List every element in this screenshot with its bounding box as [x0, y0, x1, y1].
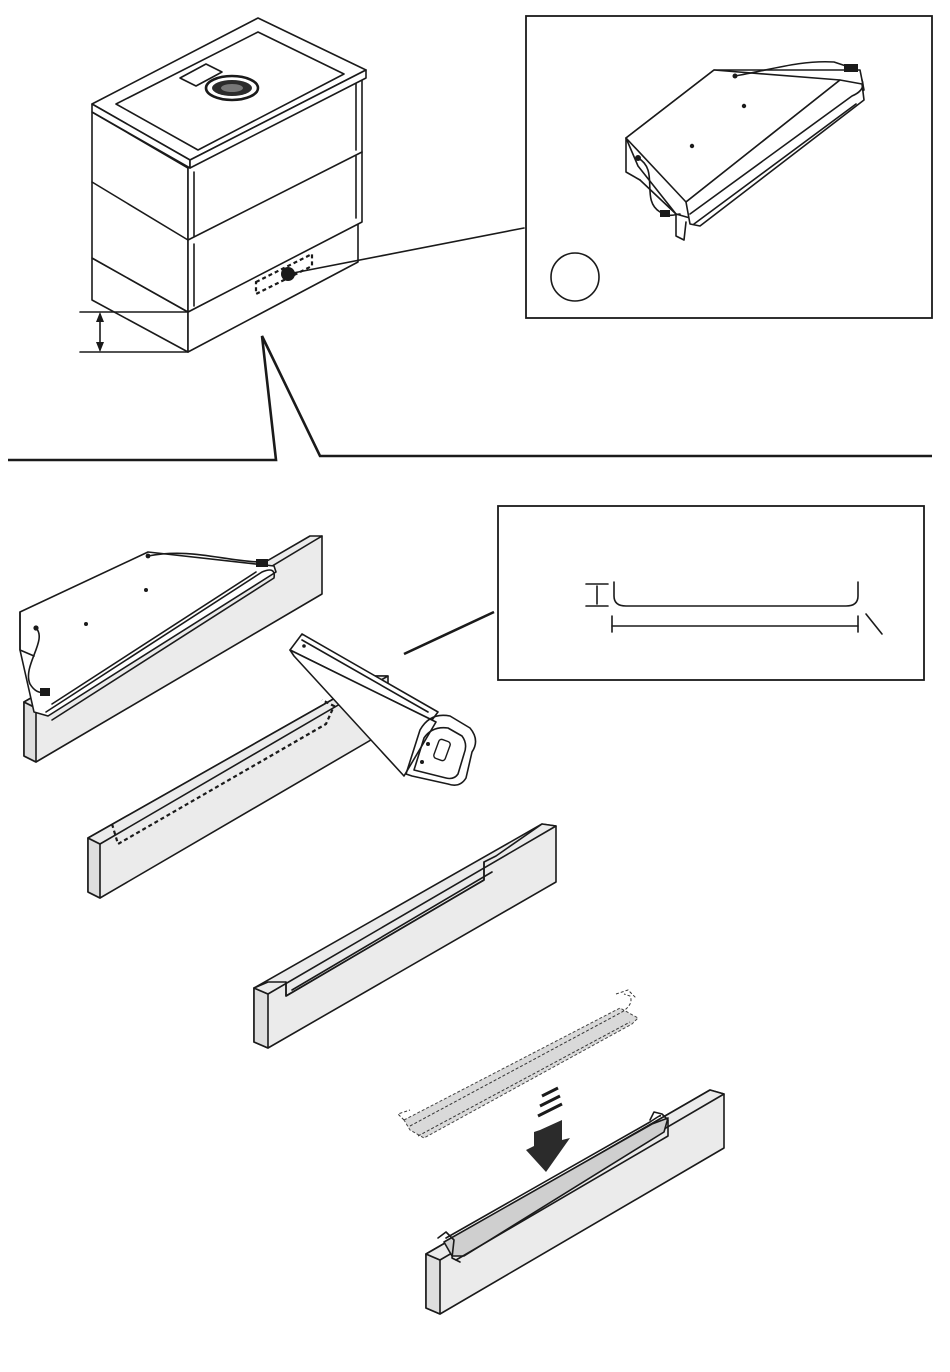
cutout-guide [398, 990, 638, 1138]
plinth-panel-step1 [20, 536, 322, 762]
plinth-panel-step4 [426, 1090, 724, 1314]
detail-box-extractor [526, 16, 932, 318]
down-arrow-icon [526, 1088, 570, 1172]
plinth-panel-step3 [254, 824, 556, 1048]
detail-box-cutout-dimensions [404, 506, 924, 680]
cabinet-with-hob [80, 18, 524, 352]
section-divider [8, 336, 932, 460]
